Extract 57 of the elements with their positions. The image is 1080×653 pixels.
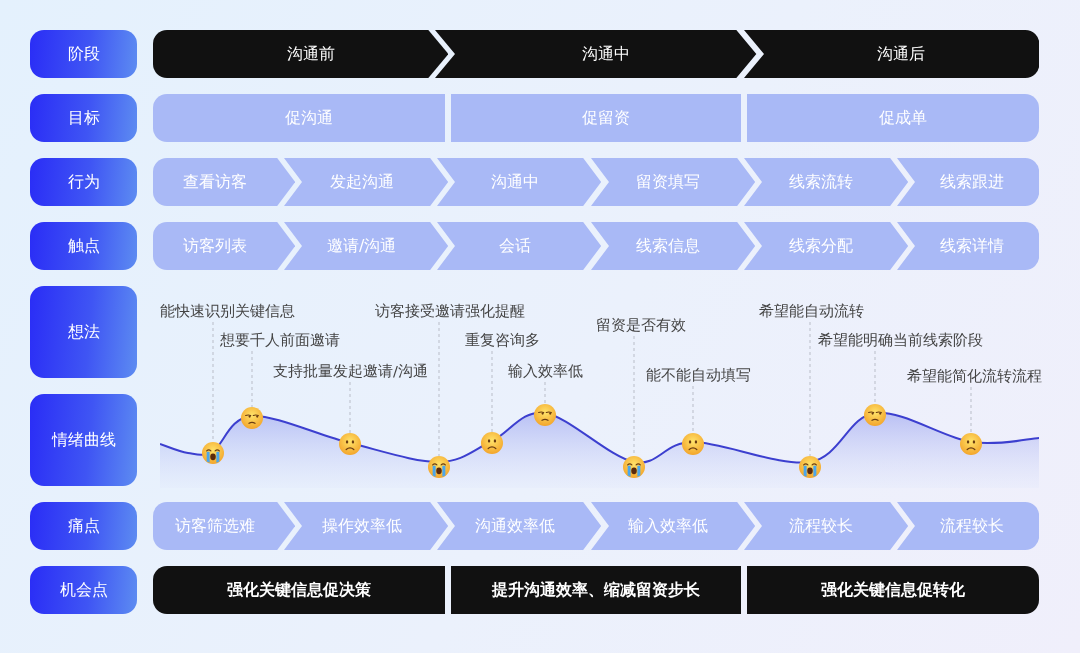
- opportunity-bar: 提升沟通效率、缩减留资步长: [451, 566, 741, 614]
- process-step: 会话: [437, 222, 602, 270]
- row-header: 阶段: [30, 30, 137, 78]
- thought-text: 希望能自动流转: [759, 301, 864, 321]
- process-step: 沟通中: [437, 158, 602, 206]
- row-header: 机会点: [30, 566, 137, 614]
- goal-bar: 促沟通: [153, 94, 446, 142]
- unamused-face-icon: [534, 404, 556, 426]
- stage-step: 沟通前: [153, 30, 449, 78]
- stage-step: 沟通中: [435, 30, 757, 78]
- frowning-face-icon: [481, 432, 503, 454]
- unamused-face-icon: [241, 407, 263, 429]
- row-header: 行为: [30, 158, 137, 206]
- row-header: 目标: [30, 94, 137, 142]
- stage-step: 沟通后: [743, 30, 1039, 78]
- row-header: 痛点: [30, 502, 137, 550]
- thought-text: 留资是否有效: [596, 315, 686, 335]
- process-step: 访客列表: [153, 222, 296, 270]
- row-header: 触点: [30, 222, 137, 270]
- process-step: 线索分配: [743, 222, 908, 270]
- frowning-face-icon: [682, 433, 704, 455]
- process-step: 访客筛选难: [153, 502, 296, 550]
- process-step: 查看访客: [153, 158, 296, 206]
- row-header: 情绪曲线: [30, 394, 137, 486]
- crying-face-icon: [202, 442, 224, 464]
- process-step: 线索流转: [743, 158, 908, 206]
- frowning-face-icon: [339, 433, 361, 455]
- process-step: 流程较长: [896, 502, 1039, 550]
- thought-text: 希望能明确当前线索阶段: [818, 330, 983, 350]
- process-step: 线索详情: [896, 222, 1039, 270]
- process-step: 操作效率低: [284, 502, 449, 550]
- thought-text: 支持批量发起邀请/沟通: [273, 361, 428, 381]
- goal-bar: 促成单: [746, 94, 1039, 142]
- frowning-face-icon: [960, 433, 982, 455]
- thought-text: 能快速识别关键信息: [160, 301, 295, 321]
- crying-face-icon: [799, 456, 821, 478]
- goal-bar: 促留资: [451, 94, 741, 142]
- thought-text: 访客接受邀请强化提醒: [375, 301, 525, 321]
- process-step: 邀请/沟通: [284, 222, 449, 270]
- opportunity-bar: 强化关键信息促决策: [153, 566, 446, 614]
- crying-face-icon: [428, 456, 450, 478]
- thought-text: 希望能简化流转流程: [907, 366, 1042, 386]
- process-step: 流程较长: [743, 502, 908, 550]
- process-step: 线索跟进: [896, 158, 1039, 206]
- unamused-face-icon: [864, 404, 886, 426]
- process-step: 线索信息: [590, 222, 755, 270]
- thought-text: 重复咨询多: [465, 330, 540, 350]
- thought-text: 能不能自动填写: [646, 365, 751, 385]
- process-step: 发起沟通: [284, 158, 449, 206]
- process-step: 输入效率低: [590, 502, 755, 550]
- crying-face-icon: [623, 456, 645, 478]
- process-step: 沟通效率低: [437, 502, 602, 550]
- process-step: 留资填写: [590, 158, 755, 206]
- thought-text: 想要千人前面邀请: [220, 330, 340, 350]
- row-header: 想法: [30, 286, 137, 378]
- opportunity-bar: 强化关键信息促转化: [746, 566, 1039, 614]
- thought-text: 输入效率低: [508, 361, 583, 381]
